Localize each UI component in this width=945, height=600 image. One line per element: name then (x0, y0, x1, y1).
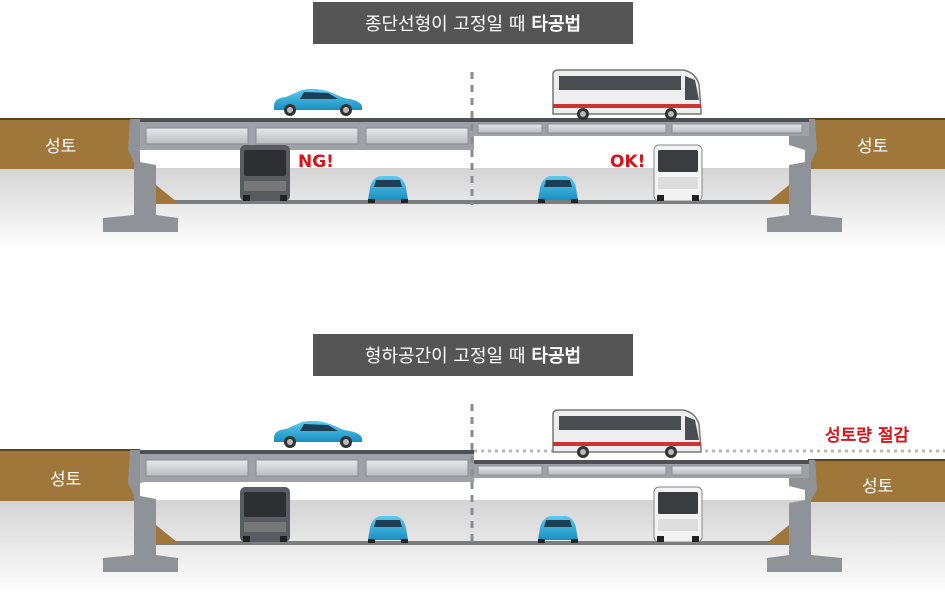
car-front-icon (538, 516, 578, 543)
soil-label-right-bottom: 성토 (862, 477, 894, 497)
panel-top-title-prefix: 종단선형이 고정일 때 (364, 14, 526, 35)
soil-label-left-top: 성토 (45, 137, 77, 157)
girder-left-bottom (140, 450, 474, 482)
ground-shade-bottom (0, 500, 945, 596)
panel-top (0, 69, 945, 250)
bus-icon (552, 409, 702, 458)
soil-left-top (0, 119, 140, 169)
bus-front-icon (240, 145, 290, 201)
panel-top-title: 종단선형이 고정일 때 타공법 (313, 2, 633, 44)
panel-top-title-bold: 타공법 (531, 14, 582, 35)
bus-front-icon (240, 487, 290, 542)
ng-mark: NG! (298, 152, 334, 172)
ok-mark: OK! (610, 152, 646, 172)
girder-right-bottom (474, 460, 809, 478)
girder-right-top (474, 118, 809, 136)
car-front-icon (368, 176, 408, 203)
soil-label-left-bottom: 성토 (50, 470, 82, 490)
abutment-left-bottom (103, 450, 178, 572)
abutment-left-top (103, 119, 178, 232)
car-front-icon (538, 176, 578, 203)
panel-bottom (0, 404, 945, 596)
bus-icon (552, 69, 702, 120)
soil-right-bottom (808, 460, 945, 502)
panel-bottom-title-prefix: 형하공간이 고정일 때 (364, 346, 526, 367)
girder-left-top (140, 118, 474, 150)
lower-road-top (140, 200, 810, 204)
soil-right-top (808, 119, 945, 169)
soil-left-bottom (0, 450, 140, 501)
lower-road-bottom (140, 541, 810, 545)
panel-bottom-title-bold: 타공법 (531, 346, 582, 367)
car-icon (274, 420, 362, 448)
bus-front-icon (653, 144, 703, 202)
soil-label-right-top: 성토 (857, 137, 889, 157)
car-front-icon (368, 516, 408, 543)
fill-reduction-callout: 성토량 절감 (825, 426, 910, 446)
abutment-right-bottom (767, 460, 842, 572)
bus-front-icon (653, 486, 703, 543)
panel-bottom-title: 형하공간이 고정일 때 타공법 (313, 334, 633, 376)
abutment-right-top (767, 119, 842, 232)
car-icon (274, 88, 362, 116)
